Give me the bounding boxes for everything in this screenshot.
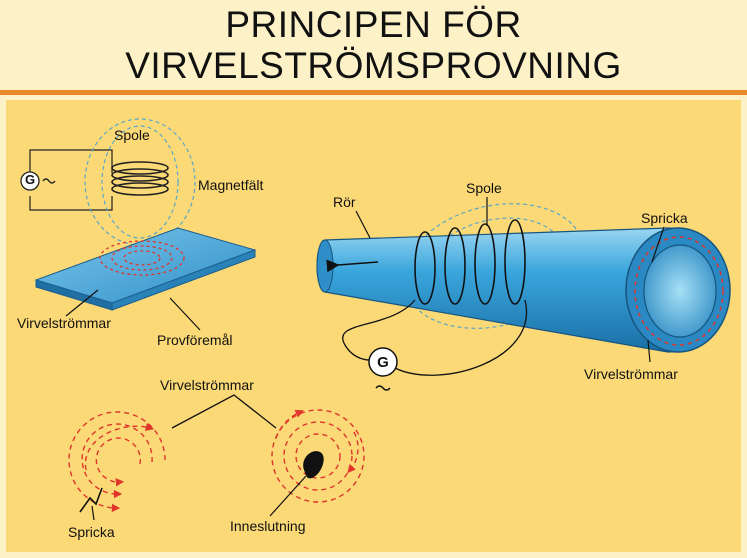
specimen-label: Provföremål (157, 332, 233, 348)
inclusion-icon (303, 451, 324, 479)
title-divider (0, 90, 747, 95)
tube-generator-icon (368, 347, 398, 377)
defect-diagram (68, 394, 365, 521)
plate-eddy-currents (99, 240, 185, 276)
crack-icon (79, 487, 103, 513)
title-line-2: VIRVELSTRÖMSPROVNING (125, 45, 622, 86)
tube-coil-icon (414, 219, 526, 305)
tube-diagram (316, 197, 731, 391)
flow-arrow-icon (326, 259, 379, 273)
tube-bore (643, 244, 717, 338)
defect-crack-label: Spricka (68, 524, 115, 540)
defect-eddy-label: Virvelströmmar (160, 377, 254, 393)
generator-label: G (24, 172, 36, 187)
tube-label: Rör (333, 194, 356, 210)
tube-eddy-currents (634, 236, 724, 346)
inclusion-eddy-currents (271, 409, 365, 503)
tube-eddy-label: Virvelströmmar (584, 366, 678, 382)
inclusion-label: Inneslutning (230, 518, 306, 534)
title-line-1: PRINCIPEN FÖR (225, 4, 522, 45)
magnetic-field-label: Magnetfält (198, 177, 264, 193)
tube-ac-tilde-icon (375, 385, 391, 391)
tube-crack-label: Spricka (641, 210, 688, 226)
ac-tilde-icon (42, 178, 56, 184)
tube-coil-label: Spole (466, 180, 502, 196)
generator-icon (20, 171, 40, 191)
coil-icon (111, 161, 169, 196)
page-title: PRINCIPEN FÖR VIRVELSTRÖMSPROVNING (0, 4, 747, 86)
plate-diagram (20, 118, 257, 331)
plate-coil-label: Spole (114, 127, 150, 143)
field-line-inner (101, 125, 179, 239)
crack-eddy-currents (68, 411, 166, 513)
tube-generator-label: G (377, 354, 389, 371)
plate-eddy-label: Virvelströmmar (17, 315, 111, 331)
